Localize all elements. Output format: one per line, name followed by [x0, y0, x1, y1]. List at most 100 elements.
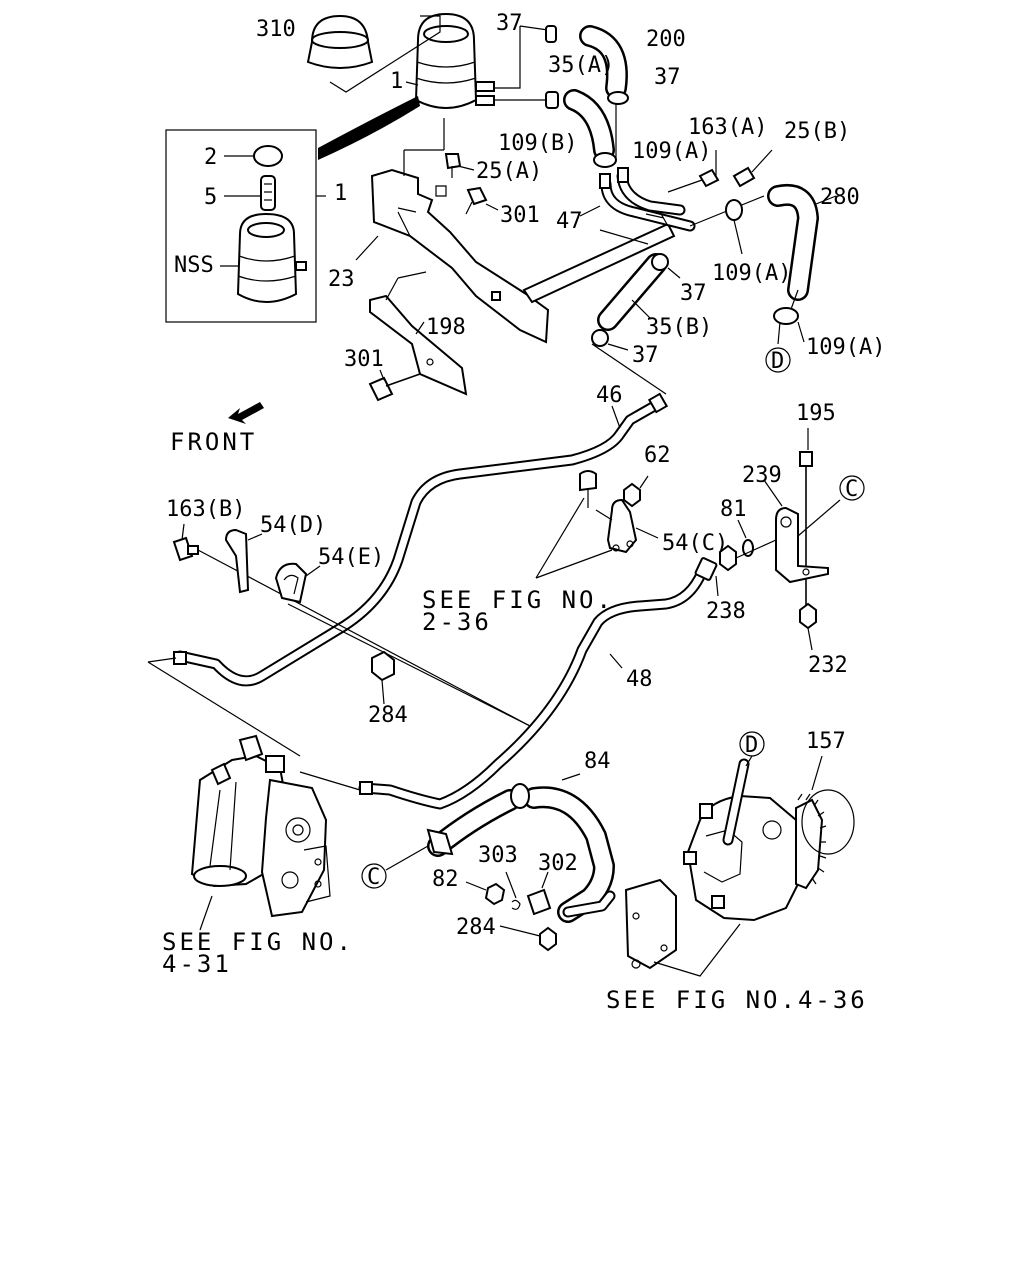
clip-54e — [274, 562, 308, 604]
cap-2 — [253, 145, 283, 167]
see-fig-4-36: SEE FIG NO.4-36 — [606, 986, 868, 1014]
front-label: FRONT — [170, 428, 257, 456]
label-37-d: 37 — [632, 343, 659, 368]
leader-37a — [519, 25, 549, 31]
fitting-163b — [172, 536, 199, 562]
label-2: 2 — [204, 145, 217, 170]
label-1-box: 1 — [334, 181, 347, 206]
label-163b: 163(B) — [166, 497, 245, 522]
label-310: 310 — [256, 17, 296, 42]
cross-member — [522, 222, 676, 304]
clamp-37-35b-bot — [591, 329, 609, 347]
clamp-109a-low — [773, 307, 799, 325]
circle-d-bottom — [739, 731, 765, 757]
circle-label-c-right: C — [845, 477, 858, 502]
clamp-37-top — [545, 25, 557, 43]
label-195: 195 — [796, 401, 836, 426]
label-284-b: 284 — [456, 915, 496, 940]
label-157: 157 — [806, 729, 846, 754]
label-5: 5 — [204, 185, 217, 210]
o-ring-157 — [801, 789, 855, 855]
tank-nss — [236, 212, 307, 303]
leader-see-2-36 — [535, 497, 585, 579]
bolt-301-top — [465, 186, 488, 215]
label-109b: 109(B) — [498, 131, 577, 156]
label-84: 84 — [584, 749, 611, 774]
detail-callout-wedge — [318, 96, 420, 160]
label-163a: 163(A) — [688, 115, 767, 140]
label-54d: 54(D) — [260, 513, 326, 538]
circle-c-right — [839, 475, 865, 501]
circle-label-d-top: D — [771, 349, 784, 374]
clamp-109b — [545, 91, 559, 109]
label-47: 47 — [556, 209, 583, 234]
circle-c-left — [361, 863, 387, 889]
circle-label-d-bottom: D — [745, 733, 758, 758]
label-37-a: 37 — [496, 11, 523, 36]
label-62: 62 — [644, 443, 671, 468]
nut-82 — [484, 882, 506, 906]
label-109a-1: 109(A) — [632, 139, 711, 164]
bolt-301-bottom — [368, 373, 421, 402]
leader-310 — [329, 15, 441, 93]
clamp-109a-280 — [725, 199, 743, 221]
label-48: 48 — [626, 667, 653, 692]
label-301-b: 301 — [344, 347, 384, 372]
see-fig-2-36-line2: 2-36 — [422, 608, 492, 636]
fitting-238 — [694, 557, 718, 581]
label-303: 303 — [478, 843, 518, 868]
fitting-302 — [526, 888, 552, 916]
nut-284-b — [539, 926, 557, 952]
fitting-c-end — [426, 828, 454, 856]
detail-box — [165, 129, 317, 323]
leader-46-line — [591, 343, 667, 395]
see-fig-4-31-line2: 4-31 — [162, 950, 232, 978]
label-nss: NSS — [174, 253, 214, 278]
circle-label-c-left: C — [367, 865, 380, 890]
label-54c: 54(C) — [662, 531, 728, 556]
leader-see-4-36 — [653, 923, 741, 977]
circle-d-top — [765, 347, 791, 373]
bracket-198 — [369, 294, 468, 396]
label-82: 82 — [432, 867, 459, 892]
nut-238 — [719, 544, 737, 572]
label-239: 239 — [742, 463, 782, 488]
label-109a-3: 109(A) — [806, 335, 885, 360]
fitting-25b — [732, 149, 773, 188]
see-fig-4-31-line1: SEE FIG NO. — [162, 928, 354, 956]
label-35b: 35(B) — [646, 315, 712, 340]
leader-see-4-31 — [199, 895, 213, 931]
reservoir-cap-310 — [306, 14, 374, 69]
nut-232 — [799, 602, 817, 630]
label-37-c: 37 — [680, 281, 707, 306]
fitting-163a — [698, 150, 720, 188]
label-46: 46 — [596, 383, 623, 408]
strainer-5 — [260, 175, 276, 211]
label-238: 238 — [706, 599, 746, 624]
bracket-239 — [775, 506, 829, 584]
clamp-37-35b-top — [651, 253, 669, 271]
see-fig-2-36-line1: SEE FIG NO. — [422, 586, 614, 614]
label-198: 198 — [426, 315, 466, 340]
power-steering-pump — [624, 793, 827, 970]
label-81: 81 — [720, 497, 747, 522]
clamp-109a-hose — [593, 152, 617, 168]
nut-284-a — [371, 650, 395, 682]
label-35a: 35(A) — [548, 53, 614, 78]
reservoir-tank — [414, 12, 495, 109]
bolt-195 — [799, 451, 813, 616]
label-302: 302 — [538, 851, 578, 876]
leader-1-top — [405, 81, 419, 86]
label-301-a: 301 — [500, 203, 540, 228]
bolt-62-group — [579, 470, 641, 554]
label-1-top: 1 — [390, 69, 403, 94]
label-54e: 54(E) — [318, 545, 384, 570]
front-arrow-icon — [228, 402, 264, 424]
label-109a-2: 109(A) — [712, 261, 791, 286]
clamp-37-hose — [607, 91, 629, 105]
clip-303 — [511, 899, 521, 910]
bolt-25a — [444, 153, 462, 178]
label-232: 232 — [808, 653, 848, 678]
label-284-a: 284 — [368, 703, 408, 728]
leader-23 — [355, 235, 379, 261]
